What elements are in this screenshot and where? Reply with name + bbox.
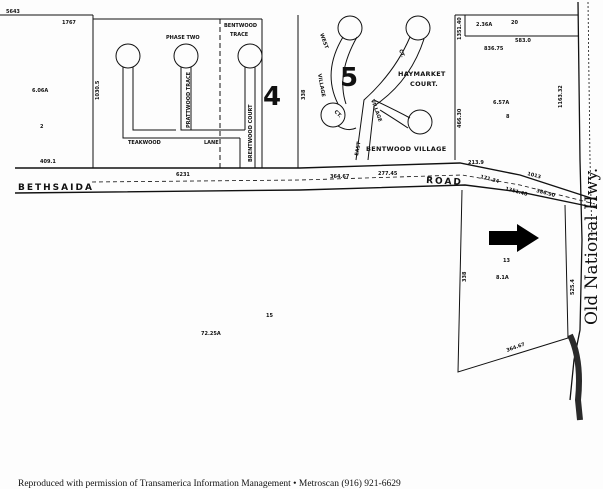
phase-two-label: PHASE TWO (166, 35, 200, 41)
parcel-acreage: 72.25A (201, 331, 221, 337)
dimension-label: 386.90 (535, 188, 556, 199)
dimension-label: 836.75 (484, 46, 504, 52)
parcel-acreage: 2.36A (476, 22, 492, 28)
credit-line: Reproduced with permission of Transameri… (18, 478, 401, 489)
dimension-label: 583.0 (515, 38, 531, 44)
street-label-haymarket: HAYMARKET (398, 70, 446, 78)
dimension-label: 466.30 (457, 108, 463, 128)
dimension-label: 5643 (6, 9, 20, 15)
dimension-label: 338 (301, 89, 307, 100)
parcel-acreage: 6.57A (493, 100, 509, 106)
street-label-ct: CT. (397, 49, 405, 59)
phase-two-streets (115, 19, 263, 168)
bethsaida-road (14, 162, 598, 209)
street-label-teakwood: TEAKWOOD (128, 140, 161, 146)
parcel-id: 15 (266, 313, 273, 319)
dimension-label: 1351.40 (457, 17, 463, 40)
bentwood-trace-label: BENTWOOD (224, 23, 257, 29)
bentwood-village-streets (320, 15, 433, 161)
dimension-label: 6231 (176, 172, 190, 178)
parcel-acreage: 6.06A (32, 88, 48, 94)
street-label-west: WEST (318, 33, 329, 51)
street-label-court: COURT. (410, 80, 438, 88)
dimension-label: 1767 (62, 20, 76, 26)
street-label-east: EAST (354, 141, 362, 157)
dimension-label: 213.9 (468, 160, 484, 166)
street-label-bentwood-village: BENTWOOD VILLAGE (366, 145, 447, 153)
dimension-label: 1013 (526, 171, 541, 181)
street-label-ct: CT. (333, 109, 343, 119)
bentwood-trace-label: TRACE (230, 32, 249, 38)
highway-edge (567, 1, 593, 421)
street-label-village: VILLAGE (316, 73, 326, 98)
highway-label: Old National Hwy. (582, 168, 602, 325)
parcel-id: 8 (506, 114, 510, 120)
area-number-4: 4 (263, 82, 281, 112)
dimension-label: 1351.40 (504, 186, 528, 198)
road-label-road: ROAD (426, 176, 463, 188)
direction-arrow-icon (489, 224, 539, 252)
dimension-label: 525.4 (570, 279, 576, 295)
dimension-label: 1030.5 (95, 80, 101, 100)
road-label-bethsaida: BETHSAIDA (18, 183, 94, 193)
dimension-label: 277.45 (378, 171, 398, 177)
dimension-label: 364.67 (330, 174, 350, 180)
street-label-lane: LANE (204, 140, 219, 146)
street-label-brentwood-court: BRENTWOOD COURT (248, 104, 254, 162)
dimension-label: 338 (462, 271, 468, 282)
dimension-label: 171.34 (479, 174, 500, 185)
street-label-prattwood: PRATTWOOD TRACE (186, 71, 192, 128)
dimension-label: 409.1 (40, 159, 56, 165)
parcel-acreage: 8.1A (496, 275, 509, 281)
parcel-id: 20 (511, 20, 518, 26)
parcel-id: 13 (503, 258, 510, 264)
parcel-id: 2 (40, 124, 44, 130)
area-number-5: 5 (340, 63, 358, 93)
dimension-label: 1163.32 (558, 85, 564, 108)
parcel-lines (0, 14, 578, 373)
